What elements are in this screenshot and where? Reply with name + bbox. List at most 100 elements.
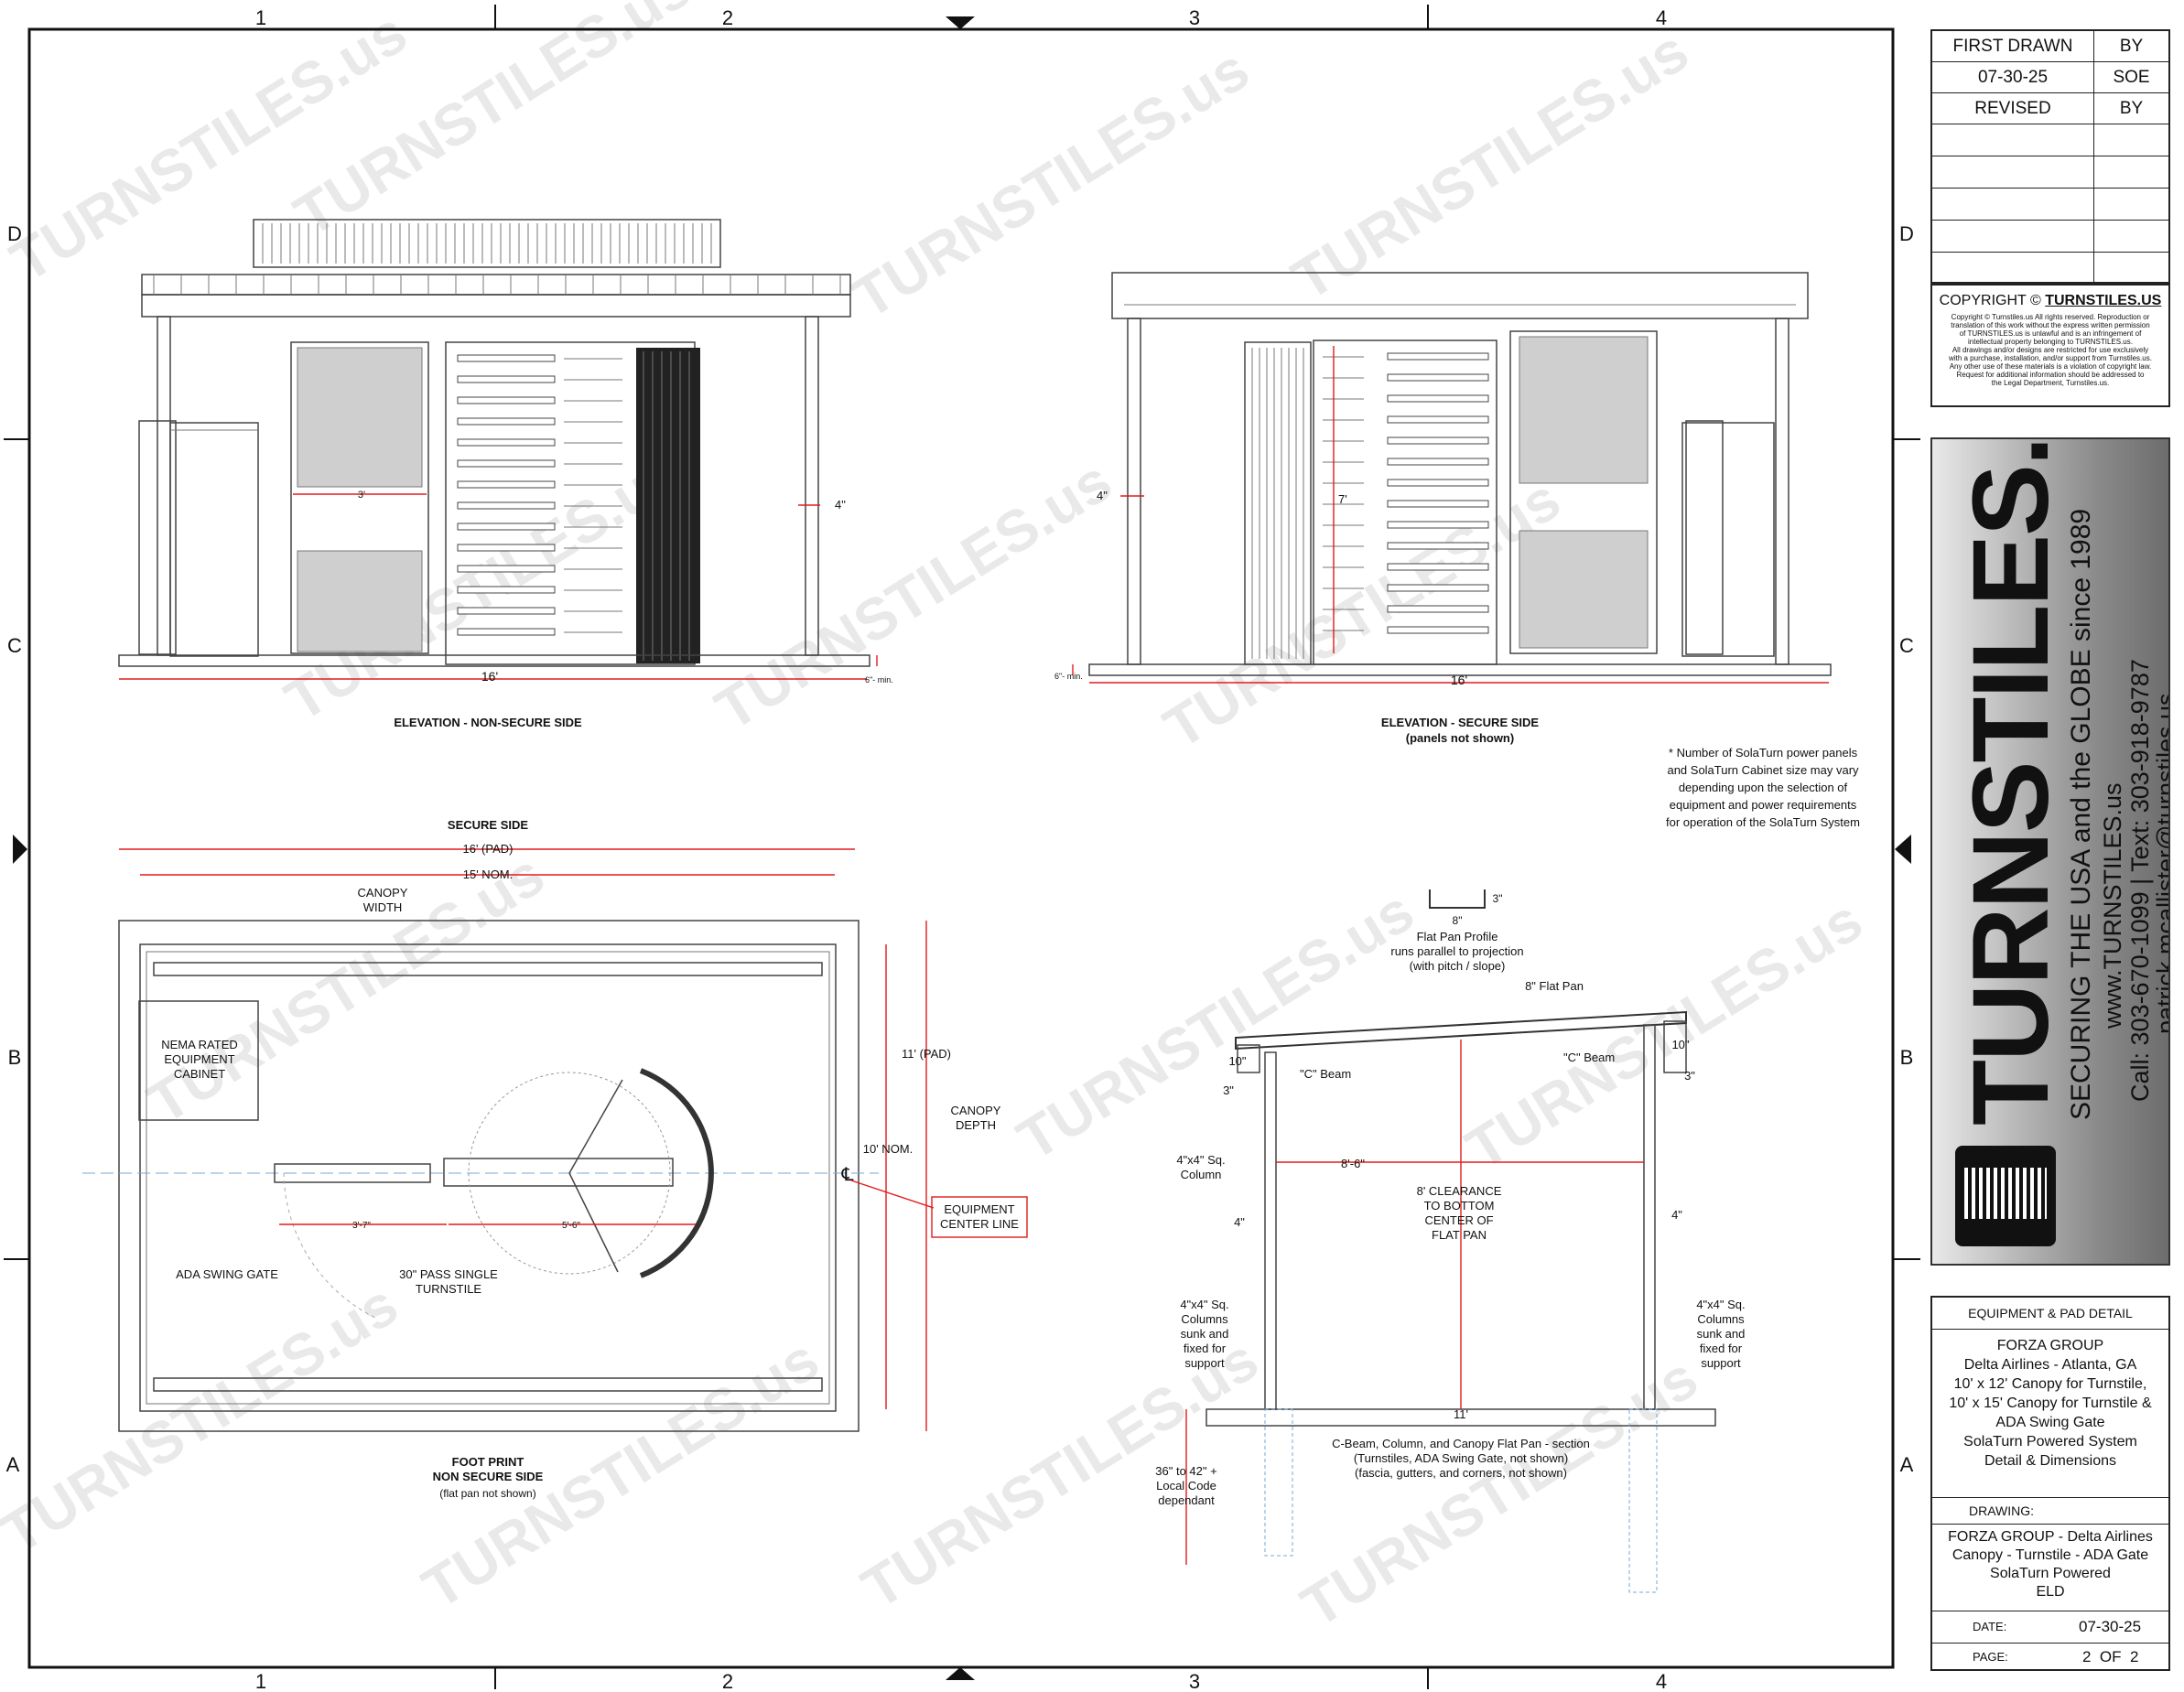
- watermark: TURNSTILES.us: [136, 841, 555, 1137]
- cabinet-label: NEMA RATED: [161, 1038, 238, 1051]
- dim-label: 3": [1223, 1083, 1234, 1097]
- note-line: * Number of SolaTurn power panels: [1669, 746, 1858, 760]
- elevation-secure: 16' 7' 4" 6"- min. ELEVATION - SECURE SI…: [1054, 272, 1832, 745]
- turnstile-arm: [1387, 500, 1489, 508]
- canopy-depth-label: CANOPY: [951, 1104, 1001, 1117]
- section-title: (fascia, gutters, and corners, not shown…: [1355, 1466, 1567, 1480]
- elevation-non-secure: 16' 3' 4" 6"- min. ELEVATION - NON-SECUR…: [118, 219, 893, 729]
- turnstile-arm: [1387, 352, 1489, 361]
- note-line: depending upon the selection of: [1679, 781, 1848, 794]
- grid-row-label: D: [7, 222, 22, 245]
- turnstile-arm: [457, 628, 556, 636]
- section-view: 3" 8" Flat Pan Profile runs parallel to …: [1155, 889, 1746, 1593]
- sunk-column-label: fixed for: [1700, 1342, 1743, 1355]
- depth-label: Local Code: [1156, 1479, 1216, 1493]
- sunk-column-label: fixed for: [1184, 1342, 1227, 1355]
- centerline-symbol: ℄: [841, 1165, 854, 1185]
- turnstile-logo-icon: [1955, 1146, 2056, 1246]
- turnstile-arm: [457, 354, 556, 362]
- brand-tagline: SECURING THE USA and the GLOBE since 198…: [2066, 508, 2096, 1120]
- dim-label: 10": [1228, 1054, 1246, 1068]
- copyright-brand: TURNSTILES.US: [2045, 293, 2162, 308]
- view-title: ELEVATION - SECURE SIDE: [1381, 716, 1539, 729]
- section-title: (Turnstiles, ADA Swing Gate, not shown): [1354, 1451, 1568, 1465]
- turnstile-arm: [457, 438, 556, 447]
- sunk-column-label: support: [1184, 1356, 1225, 1370]
- view-subtitle: (panels not shown): [1406, 731, 1514, 745]
- equipment-centerline-label: CENTER LINE: [940, 1217, 1019, 1231]
- turnstile-arm: [1387, 415, 1489, 424]
- grid-col-label: 1: [255, 6, 266, 29]
- note-line: for operation of the SolaTurn System: [1666, 815, 1860, 829]
- note-line: and SolaTurn Cabinet size may vary: [1667, 763, 1859, 777]
- turnstile-arm: [457, 586, 556, 594]
- sunk-column-label: 4"x4" Sq.: [1180, 1298, 1228, 1311]
- watermark: TURNSTILES.us: [0, 1271, 409, 1567]
- clearance-label: TO BOTTOM: [1424, 1199, 1495, 1212]
- date-label: DATE:: [1973, 1620, 2007, 1633]
- watermark: TURNSTILES.us: [1006, 878, 1424, 1173]
- sunk-column-label: sunk and: [1697, 1327, 1746, 1341]
- date-value: 07-30-25: [2079, 1618, 2142, 1635]
- copyright-box: COPYRIGHT © TURNSTILES.US Copyright © Tu…: [1930, 284, 2170, 407]
- turnstile-arm: [457, 375, 556, 383]
- grid-row-label: B: [1900, 1046, 1914, 1069]
- revision-row: [1932, 156, 2168, 189]
- copyright-heading-row: COPYRIGHT © TURNSTILES.US: [1938, 293, 2163, 309]
- grid-labels: 1 2 3 4 1 2 3 4 D C B A D C B A: [6, 6, 1914, 1692]
- view-note: (flat pan not shown): [439, 1487, 535, 1500]
- grid-row-label: D: [1899, 222, 1914, 245]
- grid-col-label: 3: [1189, 1670, 1200, 1692]
- equipment-centerline-label: EQUIPMENT: [944, 1202, 1014, 1216]
- secure-side-label: SECURE SIDE: [448, 818, 528, 832]
- view-title: FOOT PRINT: [452, 1455, 524, 1469]
- phone-numbers: Call: 303-670-1099 | Text: 303-918-9787: [2126, 659, 2154, 1102]
- dim-width: 16': [1451, 673, 1467, 687]
- pan-dim: 8": [1453, 914, 1463, 927]
- copyright-text: Copyright © Turnstiles.us All rights res…: [1938, 313, 2163, 387]
- text-line: intellectual property belonging to TURNS…: [1968, 338, 2133, 346]
- by-label: BY: [2119, 98, 2144, 118]
- grid-col-label: 2: [722, 1670, 733, 1692]
- span-label: 8'-6": [1341, 1157, 1365, 1170]
- dim-width: 16': [481, 669, 498, 684]
- turnstile-arm: [1387, 521, 1489, 529]
- grid-row-label: B: [8, 1046, 22, 1069]
- revision-table: FIRST DRAWN BY 07-30-25 SOE REVISED BY: [1930, 29, 2170, 284]
- turnstile-arm: [457, 396, 556, 404]
- text-line: translation of this work without the exp…: [1951, 321, 2150, 329]
- dim-nom-width: 15' NOM.: [463, 868, 514, 881]
- dim-pad-depth: 11' (PAD): [902, 1047, 951, 1061]
- clearance-label: FLAT PAN: [1432, 1228, 1487, 1242]
- text-line: of TURNSTILES.us is unlawful and is an i…: [1959, 329, 2142, 338]
- text-line: SolaTurn Powered: [1990, 1566, 2111, 1581]
- footprint-plan: SECURE SIDE 16' (PAD) 15' NOM. CANOPY WI…: [82, 818, 1028, 1500]
- watermark: TURNSTILES.us: [841, 36, 1260, 331]
- canopy-depth-label: DEPTH: [956, 1118, 996, 1132]
- text-line: 10' x 15' Canopy for Turnstile &: [1949, 1396, 2152, 1411]
- turnstile-arm: [1387, 479, 1489, 487]
- clearance-label: 8' CLEARANCE: [1417, 1184, 1502, 1198]
- canopy-width-label: CANOPY: [358, 886, 408, 900]
- pan-dim: 3": [1493, 892, 1503, 905]
- text-line: ADA Swing Gate: [1995, 1415, 2105, 1430]
- turnstile-arm: [457, 459, 556, 468]
- first-drawn-label: FIRST DRAWN: [1932, 31, 2094, 61]
- canopy-width-label: WIDTH: [363, 900, 403, 914]
- section-title: C-Beam, Column, and Canopy Flat Pan - se…: [1332, 1437, 1590, 1450]
- text-line: Detail & Dimensions: [1984, 1453, 2117, 1469]
- dim-post: 4": [835, 498, 846, 512]
- grid-col-label: 2: [722, 6, 733, 29]
- view-title: ELEVATION - NON-SECURE SIDE: [394, 716, 582, 729]
- copyright-heading: COPYRIGHT: [1939, 293, 2027, 308]
- email-link[interactable]: patrick.mcallister@turnstiles.us: [2152, 693, 2170, 1034]
- turnstile-arm: [457, 544, 556, 552]
- website-link[interactable]: www.TURNSTILES.us: [2099, 782, 2126, 1029]
- dim-label: 3": [1684, 1069, 1695, 1083]
- grid-row-label: A: [1900, 1453, 1914, 1476]
- sheet-frame: [4, 5, 1920, 1689]
- column-label: 4"x4" Sq.: [1176, 1153, 1225, 1167]
